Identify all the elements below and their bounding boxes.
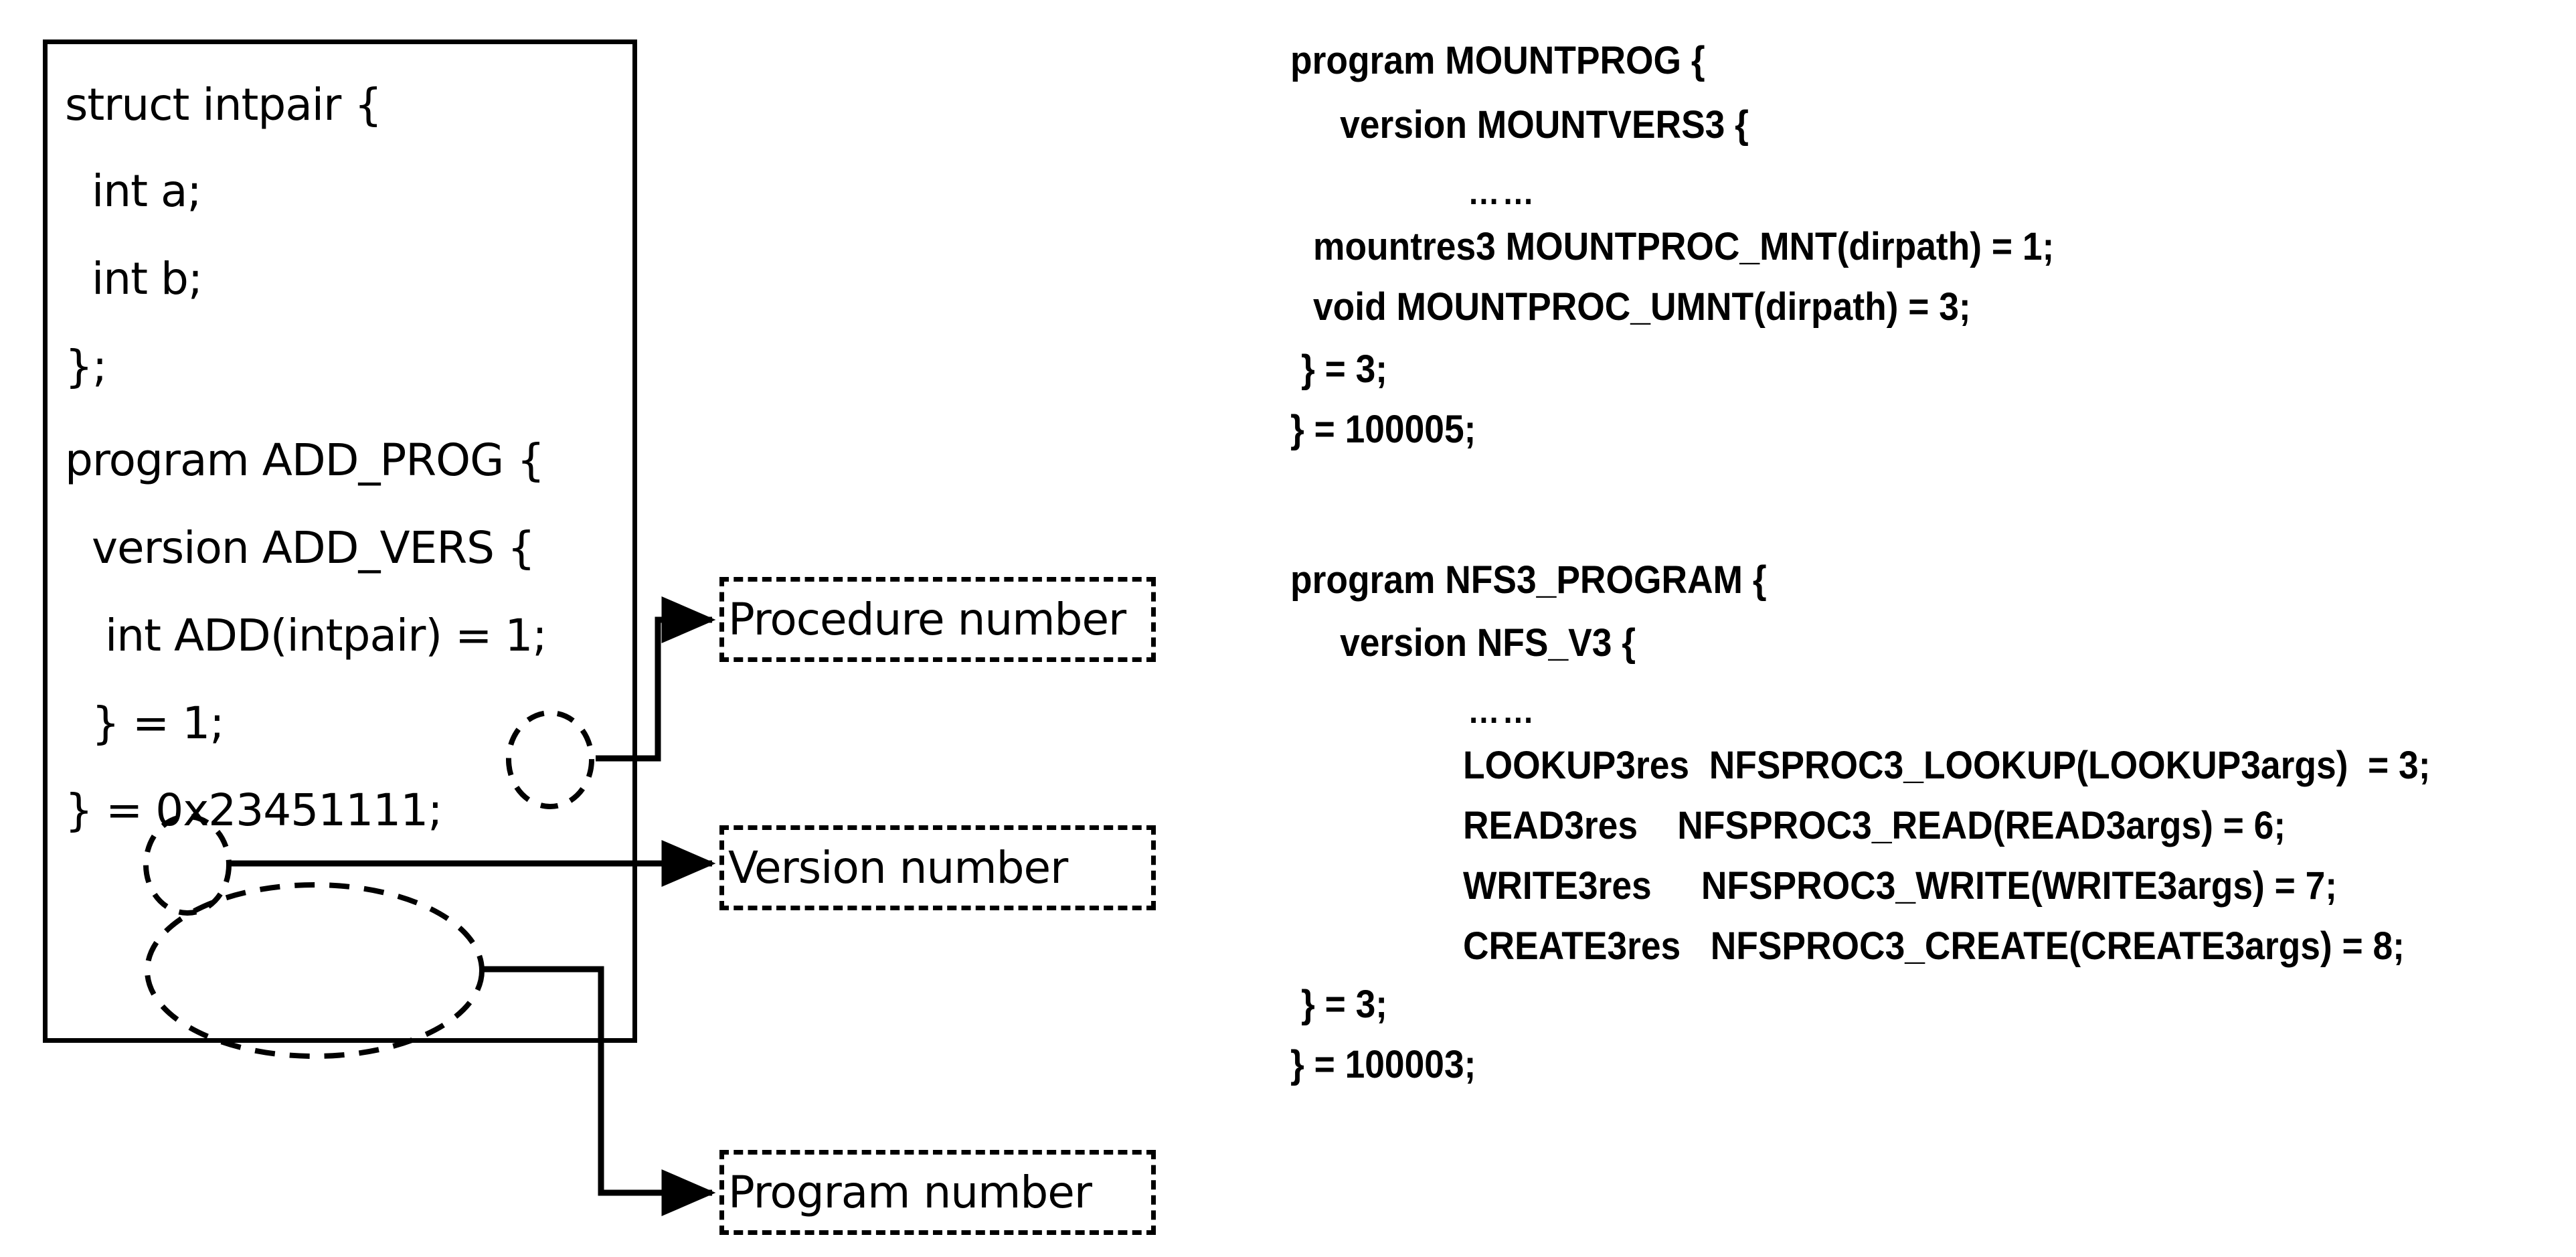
code-line-program-close: } = 0x23451111; bbox=[65, 784, 442, 836]
code-line-int-b: int b; bbox=[65, 253, 203, 305]
callout-program-number: Program number bbox=[719, 1150, 1156, 1235]
rpc-line-nfs-program-open: program NFS3_PROGRAM { bbox=[1290, 558, 1767, 602]
code-line-struct-intpair: struct intpair { bbox=[65, 79, 382, 131]
callout-version-number: Version number bbox=[719, 825, 1156, 910]
rpc-line-mount-version-open: version MOUNTVERS3 { bbox=[1290, 103, 1749, 147]
rpc-line-nfsproc3-write: WRITE3res NFSPROC3_WRITE(WRITE3args) = 7… bbox=[1463, 864, 2338, 908]
rpc-line-nfsproc3-create: CREATE3res NFSPROC3_CREATE(CREATE3args) … bbox=[1463, 924, 2405, 968]
code-line-int-add-proc: int ADD(intpair) = 1; bbox=[65, 610, 547, 661]
rpc-line-nfs-version-close: } = 3; bbox=[1301, 983, 1388, 1026]
callout-procedure-number: Procedure number bbox=[719, 577, 1156, 662]
rpc-line-nfs-ellipsis: …… bbox=[1468, 692, 1537, 731]
rpc-line-mountproc-mnt: mountres3 MOUNTPROC_MNT(dirpath) = 1; bbox=[1313, 225, 2055, 268]
rpc-line-nfs-version-open: version NFS_V3 { bbox=[1290, 621, 1636, 665]
xdr-definition-box: struct intpair { int a; int b; }; progra… bbox=[43, 39, 637, 1043]
rpc-line-mountproc-umnt: void MOUNTPROC_UMNT(dirpath) = 3; bbox=[1313, 285, 1971, 329]
callout-program-number-label: Program number bbox=[728, 1166, 1092, 1218]
code-line-int-a: int a; bbox=[65, 165, 202, 217]
rpc-line-nfsproc3-read: READ3res NFSPROC3_READ(READ3args) = 6; bbox=[1463, 804, 2286, 847]
callout-procedure-number-label: Procedure number bbox=[728, 593, 1126, 645]
rpc-line-nfsproc3-lookup: LOOKUP3res NFSPROC3_LOOKUP(LOOKUP3args) … bbox=[1463, 744, 2431, 787]
rpc-line-mount-ellipsis: …… bbox=[1468, 173, 1537, 212]
rpc-line-mount-program-open: program MOUNTPROG { bbox=[1290, 39, 1705, 82]
rpc-line-mount-version-close: } = 3; bbox=[1301, 347, 1388, 391]
rpc-line-nfs-program-close: } = 100003; bbox=[1290, 1043, 1476, 1086]
callout-version-number-label: Version number bbox=[728, 841, 1068, 894]
code-line-version-add-vers: version ADD_VERS { bbox=[65, 522, 535, 574]
code-line-program-add-prog: program ADD_PROG { bbox=[65, 434, 545, 486]
rpc-line-mount-program-close: } = 100005; bbox=[1290, 408, 1476, 451]
code-line-version-close: } = 1; bbox=[65, 697, 224, 749]
code-line-struct-close: }; bbox=[65, 341, 107, 392]
